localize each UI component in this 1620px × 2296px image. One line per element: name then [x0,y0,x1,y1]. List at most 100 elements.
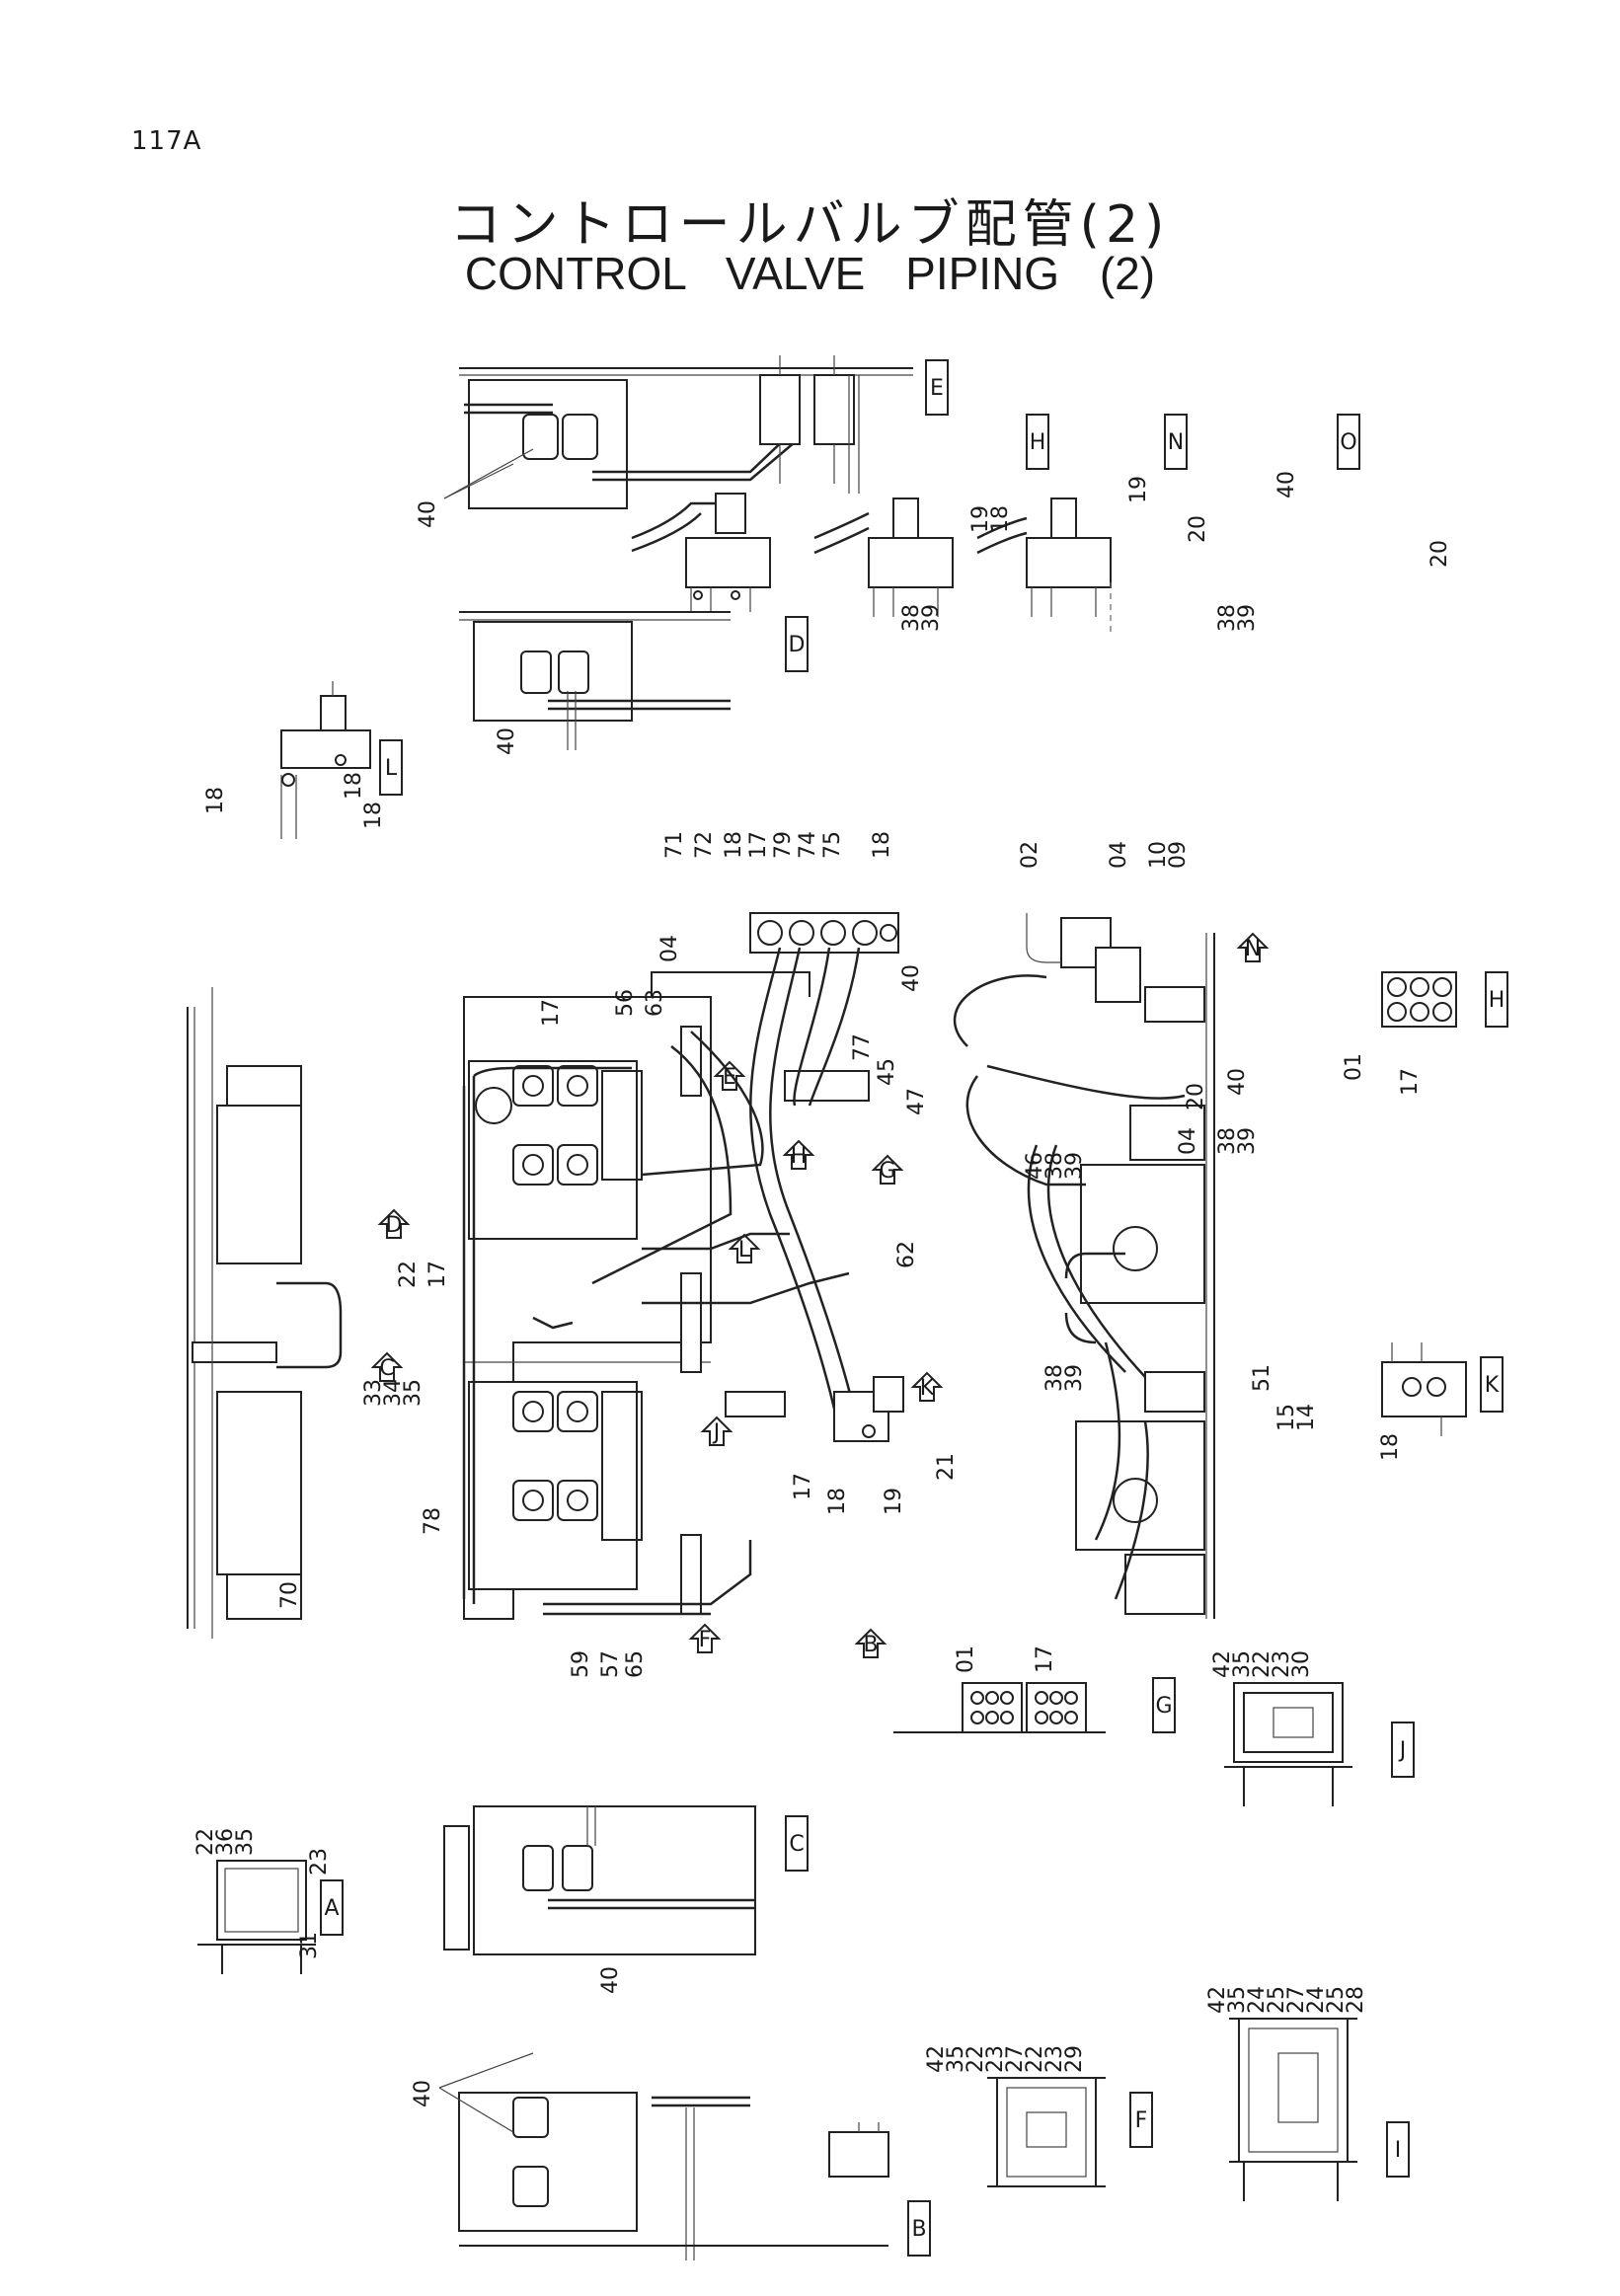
callout: 18 [870,831,894,859]
callout: 33 [361,1379,386,1407]
svg-text:K: K [920,1376,935,1401]
callout: 72 [692,831,717,859]
arrow-mark-l: L [728,1233,761,1263]
svg-text:N: N [1245,937,1261,961]
callout: 62 [894,1241,919,1268]
title-japanese: コントロールバルブ配管(2) [449,195,1171,255]
callout: 35 [401,1379,425,1407]
callout: 19 [968,505,993,533]
callout: 24 [1304,1986,1329,2014]
callout: 25 [1324,1986,1349,2014]
callout: 17 [539,999,564,1027]
callout: 56 [613,989,638,1017]
view-label-o: O [1337,414,1360,470]
view-label-n: N [1164,414,1188,470]
callout: 46 [1023,1152,1047,1180]
callout: 23 [1042,2045,1067,2073]
view-g-detail [893,1682,1106,1733]
svg-text:F: F [699,1628,712,1652]
callout: 17 [791,1473,815,1500]
title-english: CONTROL VALVE PIPING (2) [464,248,1156,299]
callout: 28 [1344,1986,1368,2014]
callout: 77 [850,1033,875,1061]
callout: 42 [1205,1986,1230,2014]
svg-text:D: D [386,1213,403,1238]
callout: 22 [396,1261,421,1288]
view-o-detail [976,497,1112,637]
svg-text:L: L [385,756,398,781]
callout: 35 [944,2045,968,2073]
svg-text:L: L [738,1238,751,1263]
svg-text:E: E [723,1065,736,1090]
callout: 65 [623,1650,648,1678]
callout: 20 [1186,515,1210,543]
svg-text:F: F [1135,2108,1148,2133]
view-label-i: I [1386,2121,1410,2178]
callout: 18 [722,831,746,859]
callout: 39 [1062,1152,1087,1180]
view-label-h-right: H [1485,971,1508,1028]
callout: 15 [1274,1404,1299,1431]
callout: 25 [1265,1986,1289,2014]
arrow-mark-j: J [700,1416,733,1446]
callout: 75 [820,831,845,859]
callout: 40 [598,1966,623,1994]
callout: 18 [361,802,386,829]
view-label-k: K [1480,1356,1504,1413]
view-n-detail [813,497,954,617]
callout: 24 [1245,1986,1270,2014]
callout: 39 [1235,604,1260,632]
callout: 45 [875,1058,899,1086]
callout: 35 [233,1828,258,1856]
callout: 27 [1003,2045,1028,2073]
callout: 35 [1230,1650,1255,1678]
callout: 40 [1225,1068,1250,1096]
callout: 70 [277,1581,302,1609]
callout: 51 [1250,1364,1274,1392]
view-label-f: F [1129,2092,1153,2148]
callout: 04 [1107,841,1131,869]
svg-text:H: H [791,1144,808,1169]
callout: 40 [899,964,924,992]
callout: 18 [825,1488,850,1515]
callout: 22 [964,2045,988,2073]
view-i-detail [1229,2018,1357,2201]
arrow-mark-e: E [713,1060,746,1091]
svg-text:G: G [879,1159,895,1184]
view-h-detail [631,493,771,612]
callout: 74 [796,831,820,859]
main-assembly [462,912,904,1620]
view-label-j: J [1391,1722,1415,1778]
callout: 23 [983,2045,1008,2073]
view-label-c: C [785,1815,809,1872]
callout: 22 [1023,2045,1047,2073]
callout: 40 [1274,471,1299,498]
callout: 38 [899,604,924,632]
callout: 40 [495,727,519,755]
arrow-mark-d: D [377,1208,411,1239]
callout: 01 [954,1645,978,1673]
svg-text:K: K [1485,1373,1500,1398]
svg-text:B: B [911,2217,926,2242]
svg-text:D: D [789,633,806,657]
arrow-mark-k: K [910,1371,944,1402]
callout: 31 [297,1932,322,1959]
callout: 19 [882,1488,906,1515]
view-label-a: A [320,1879,344,1936]
svg-text:A: A [324,1896,339,1921]
callout: 38 [1215,1127,1240,1155]
callout: 30 [1289,1650,1314,1678]
callout: 19 [1126,476,1151,503]
callout-numbers: 40 19 18 38 39 19 20 38 39 40 20 40 18 1… [193,448,1452,2133]
direction-arrows: D C E H L G F B K J N [370,932,1270,1658]
callout: 10 [1146,841,1171,869]
callout: 39 [919,604,944,632]
arrow-mark-c: C [370,1351,404,1382]
svg-text:O: O [1340,430,1356,455]
callout: 04 [1176,1127,1200,1155]
left-equipment [187,987,343,1639]
view-e-detail [459,355,913,509]
view-h-block [1381,971,1457,1028]
svg-text:B: B [863,1633,878,1657]
